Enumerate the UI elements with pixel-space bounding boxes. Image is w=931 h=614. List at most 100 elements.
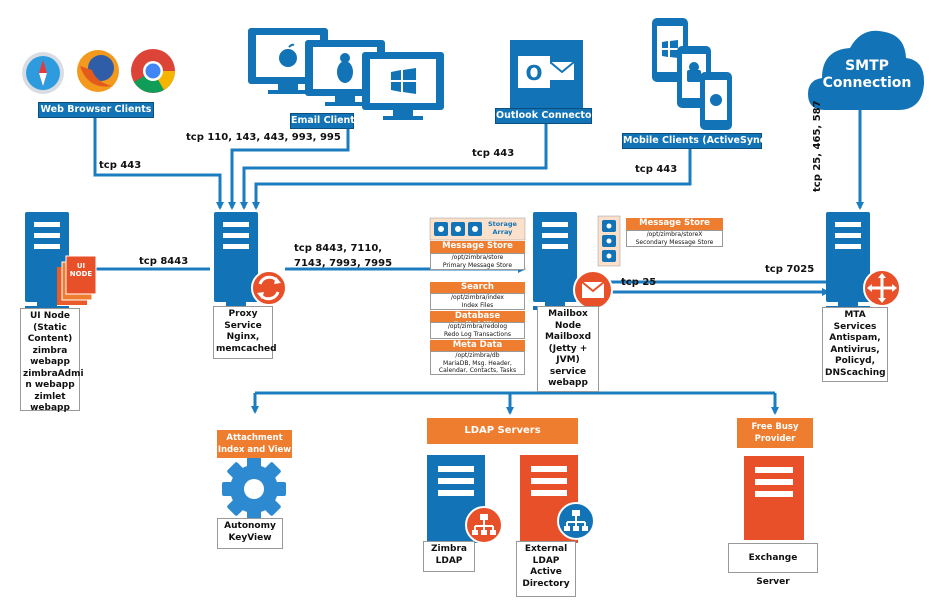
- storage-array-line-2: Array: [492, 228, 513, 236]
- mta-line: Antispam,: [829, 333, 881, 343]
- port-smtp: tcp 25, 465, 587: [812, 100, 823, 192]
- port-mailbox-line-2: 7143, 7993, 7995: [294, 258, 393, 269]
- mailbox-envelope-icon: [573, 270, 613, 310]
- port-ui: tcp 8443: [139, 256, 189, 267]
- search-desc: Index Files: [461, 301, 494, 309]
- mta-line: Services: [833, 321, 877, 332]
- exchange-server-icon: [744, 456, 804, 540]
- search-path: /opt/zimbra/index: [451, 294, 504, 301]
- autonomy-line-2: KeyView: [228, 532, 272, 543]
- mailbox-line: (Jetty +: [548, 343, 588, 354]
- mta-caption: MTA Services Antispam, Antivirus, Policy…: [822, 307, 888, 382]
- external-ldap-line-3: Active: [530, 567, 562, 577]
- attachment-index-label: Attachment Index and View: [217, 430, 292, 458]
- port-email: tcp 110, 143, 443, 993, 995: [186, 132, 341, 143]
- outlook-icon: O: [510, 40, 583, 110]
- port-web: tcp 443: [99, 160, 142, 171]
- storage-array-icon: [429, 217, 526, 241]
- db-path: /opt/zimbra/redolog: [447, 323, 508, 330]
- firefox-icon: [77, 50, 119, 92]
- attachment-line-1: Attachment: [226, 433, 283, 443]
- exchange-server-caption: Exchange Server: [728, 543, 818, 587]
- database-reliability-title: Database Reliability: [430, 311, 525, 331]
- gear-icon: [222, 457, 286, 521]
- mta-line: MTA: [844, 310, 866, 320]
- message-store-path: /opt/zimbra/store: [451, 254, 504, 261]
- attachment-line-2: Index and View: [217, 445, 292, 455]
- proxy-line: Nginx,: [226, 332, 260, 342]
- database-reliability-details: /opt/zimbra/redolog Redo Log Transaction…: [430, 322, 525, 339]
- line-mobile-to-proxy: [252, 147, 692, 210]
- ui-node-line: zimbra: [32, 345, 68, 356]
- external-ldap-server-icon: [520, 455, 595, 543]
- secondary-store-path: /opt/zimbra/storeX: [646, 231, 703, 238]
- search-details: /opt/zimbra/index Index Files: [430, 293, 525, 310]
- message-store-details: /opt/zimbra/store Primary Message Store: [430, 253, 525, 270]
- secondary-message-store-details: /opt/zimbra/storeX Secondary Message Sto…: [626, 230, 723, 247]
- db-desc: Redo Log Transactions: [443, 330, 512, 338]
- mailbox-line: Node: [554, 320, 582, 331]
- external-ldap-line-2: LDAP: [532, 555, 560, 566]
- port-mta-out: tcp 7025: [765, 264, 815, 275]
- mta-line: Policyd,: [834, 356, 875, 366]
- ui-node-line: webapp: [30, 403, 70, 413]
- mailbox-line: service: [549, 366, 587, 377]
- meta-desc-2: Calendar, Contacts, Tasks: [438, 367, 517, 374]
- line-outlook-to-proxy: [240, 122, 548, 210]
- proxy-line: memcached: [216, 343, 277, 354]
- mta-server-icon: [826, 212, 870, 310]
- zimbra-ldap-line-2: LDAP: [435, 555, 463, 566]
- port-outlook: tcp 443: [472, 148, 515, 159]
- proxy-line: Service: [224, 320, 262, 331]
- mailbox-line: Mailbox: [548, 309, 588, 319]
- external-ldap-line-1: External: [524, 544, 568, 554]
- exchange-line-1: Exchange Server: [748, 553, 798, 587]
- mobile-devices-icon: [652, 18, 732, 130]
- storage-array-line-1: Storage: [488, 220, 517, 228]
- smtp-cloud-icon: [808, 30, 925, 110]
- ui-node-caption: UI Node (Static Content) zimbra webapp z…: [20, 308, 84, 413]
- connection-lines: [76, 90, 864, 415]
- external-ldap-line-4: Directory: [522, 578, 570, 589]
- ui-node-line: UI Node: [29, 311, 71, 321]
- safari-icon: [22, 52, 64, 94]
- search-title: Search: [430, 282, 525, 293]
- ui-node-line: zimlet: [34, 391, 66, 402]
- mta-network-icon: [863, 269, 901, 307]
- web-browser-clients-label: Web Browser Clients: [38, 102, 154, 118]
- zimbra-ldap-caption: Zimbra LDAP: [423, 541, 475, 572]
- mailbox-line: JVM): [556, 355, 580, 365]
- message-store-desc: Primary Message Store: [442, 261, 513, 269]
- mailbox-line: Mailboxd: [544, 332, 592, 342]
- smtp-line-1: SMTP: [845, 58, 889, 74]
- proxy-server-icon: [214, 212, 258, 310]
- ui-node-document-icon: [57, 255, 97, 305]
- proxy-line: Proxy: [228, 309, 258, 319]
- free-busy-provider-label: Free Busy Provider: [737, 418, 813, 448]
- line-email-to-proxy: [228, 128, 350, 210]
- ui-node-badge-line-1: UI: [76, 262, 86, 270]
- outlook-connector-label: Outlook Connector: [495, 108, 596, 124]
- port-mta-in: tcp 25: [621, 277, 657, 288]
- chrome-icon: [131, 49, 175, 93]
- smtp-line-2: Connection: [822, 75, 912, 91]
- ldap-servers-label: LDAP Servers: [427, 418, 578, 444]
- autonomy-keyview-caption: Autonomy KeyView: [217, 518, 283, 549]
- mailbox-caption: Mailbox Node Mailboxd (Jetty + JVM) serv…: [537, 306, 599, 392]
- freebusy-line-2: Provider: [754, 434, 796, 444]
- smtp-connection-label: SMTP Connection: [812, 58, 922, 92]
- storage-array-label: Storage Array: [488, 220, 517, 236]
- message-store-title: Message Store: [430, 241, 525, 253]
- ui-node-badge-line-2: NODE: [69, 270, 93, 278]
- external-ldap-caption: External LDAP Active Directory: [516, 541, 576, 597]
- freebusy-line-1: Free Busy: [751, 422, 799, 432]
- ui-node-line: (Static: [33, 322, 67, 333]
- line-web-to-proxy: [93, 117, 224, 210]
- proxy-caption: Proxy Service Nginx, memcached: [213, 306, 277, 359]
- zimbra-ldap-server-icon: [427, 455, 503, 544]
- proxy-sync-icon: [251, 270, 287, 306]
- secondary-storage-icon: [597, 215, 621, 267]
- ui-node-line: n webapp: [25, 380, 75, 390]
